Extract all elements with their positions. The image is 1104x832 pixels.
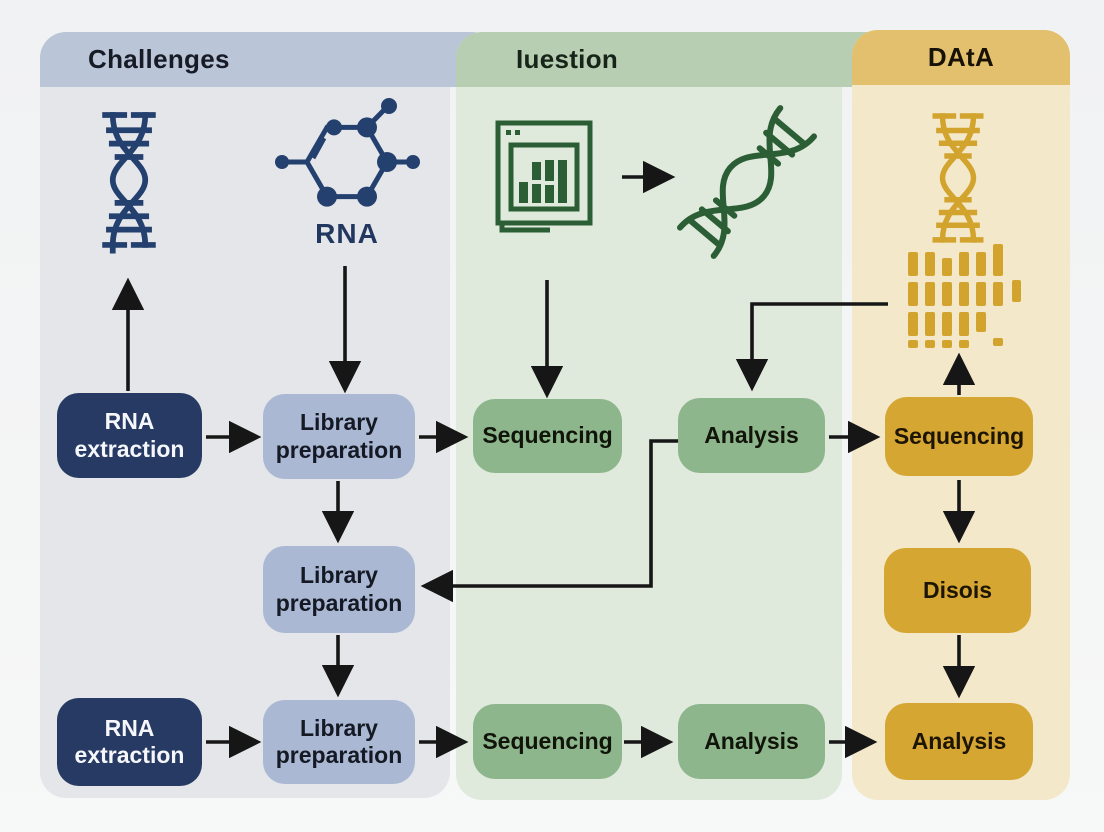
node-label: Library preparation: [275, 562, 403, 616]
panel-data-header: DAtA: [852, 30, 1070, 85]
node-label: Library preparation: [275, 409, 403, 463]
diagonal-helix-icon: [677, 105, 817, 259]
node-label: Analysis: [704, 727, 799, 754]
node-label: Analysis: [911, 727, 1007, 754]
panel-challenges-title: Challenges: [88, 44, 230, 74]
node-label: Sequencing: [482, 727, 613, 754]
node-sequencing-mid: Sequencing: [473, 399, 622, 473]
node-library-prep-mid: Library preparation: [263, 394, 415, 479]
node-label: Sequencing: [482, 422, 613, 449]
panel-iuestion-header: Iuestion: [456, 32, 902, 87]
node-sequencing-gold: Sequencing: [885, 397, 1033, 476]
node-rna-extraction-mid: RNA extraction: [57, 393, 202, 478]
node-library-prep-bottom: Library preparation: [263, 700, 415, 784]
node-label: RNA extraction: [74, 408, 185, 462]
node-library-prep-2: Library preparation: [263, 546, 415, 633]
node-label: Disois: [922, 576, 993, 603]
chart-window-icon: [494, 116, 600, 238]
gold-helix-icon: [917, 107, 999, 247]
panel-data-title: DAtA: [927, 42, 995, 72]
node-label: Library preparation: [275, 714, 403, 768]
node-analysis-bottom: Analysis: [678, 704, 825, 779]
sequence-reads-icon: [908, 244, 1028, 348]
node-sequencing-bottom: Sequencing: [473, 704, 622, 779]
node-label: Analysis: [704, 421, 799, 448]
node-rna-extraction-bottom: RNA extraction: [57, 698, 202, 786]
node-disois: Disois: [884, 548, 1031, 633]
node-analysis-gold: Analysis: [885, 703, 1033, 780]
rna-molecule-label: RNA: [315, 218, 379, 249]
node-label: Sequencing: [893, 422, 1025, 449]
node-label: RNA extraction: [74, 714, 185, 768]
dna-helix-icon: [86, 104, 172, 254]
rna-molecule-icon: [272, 98, 422, 220]
panel-challenges-header: Challenges: [40, 32, 498, 87]
node-analysis-mid: Analysis: [678, 398, 825, 473]
panel-iuestion-title: Iuestion: [516, 44, 619, 74]
